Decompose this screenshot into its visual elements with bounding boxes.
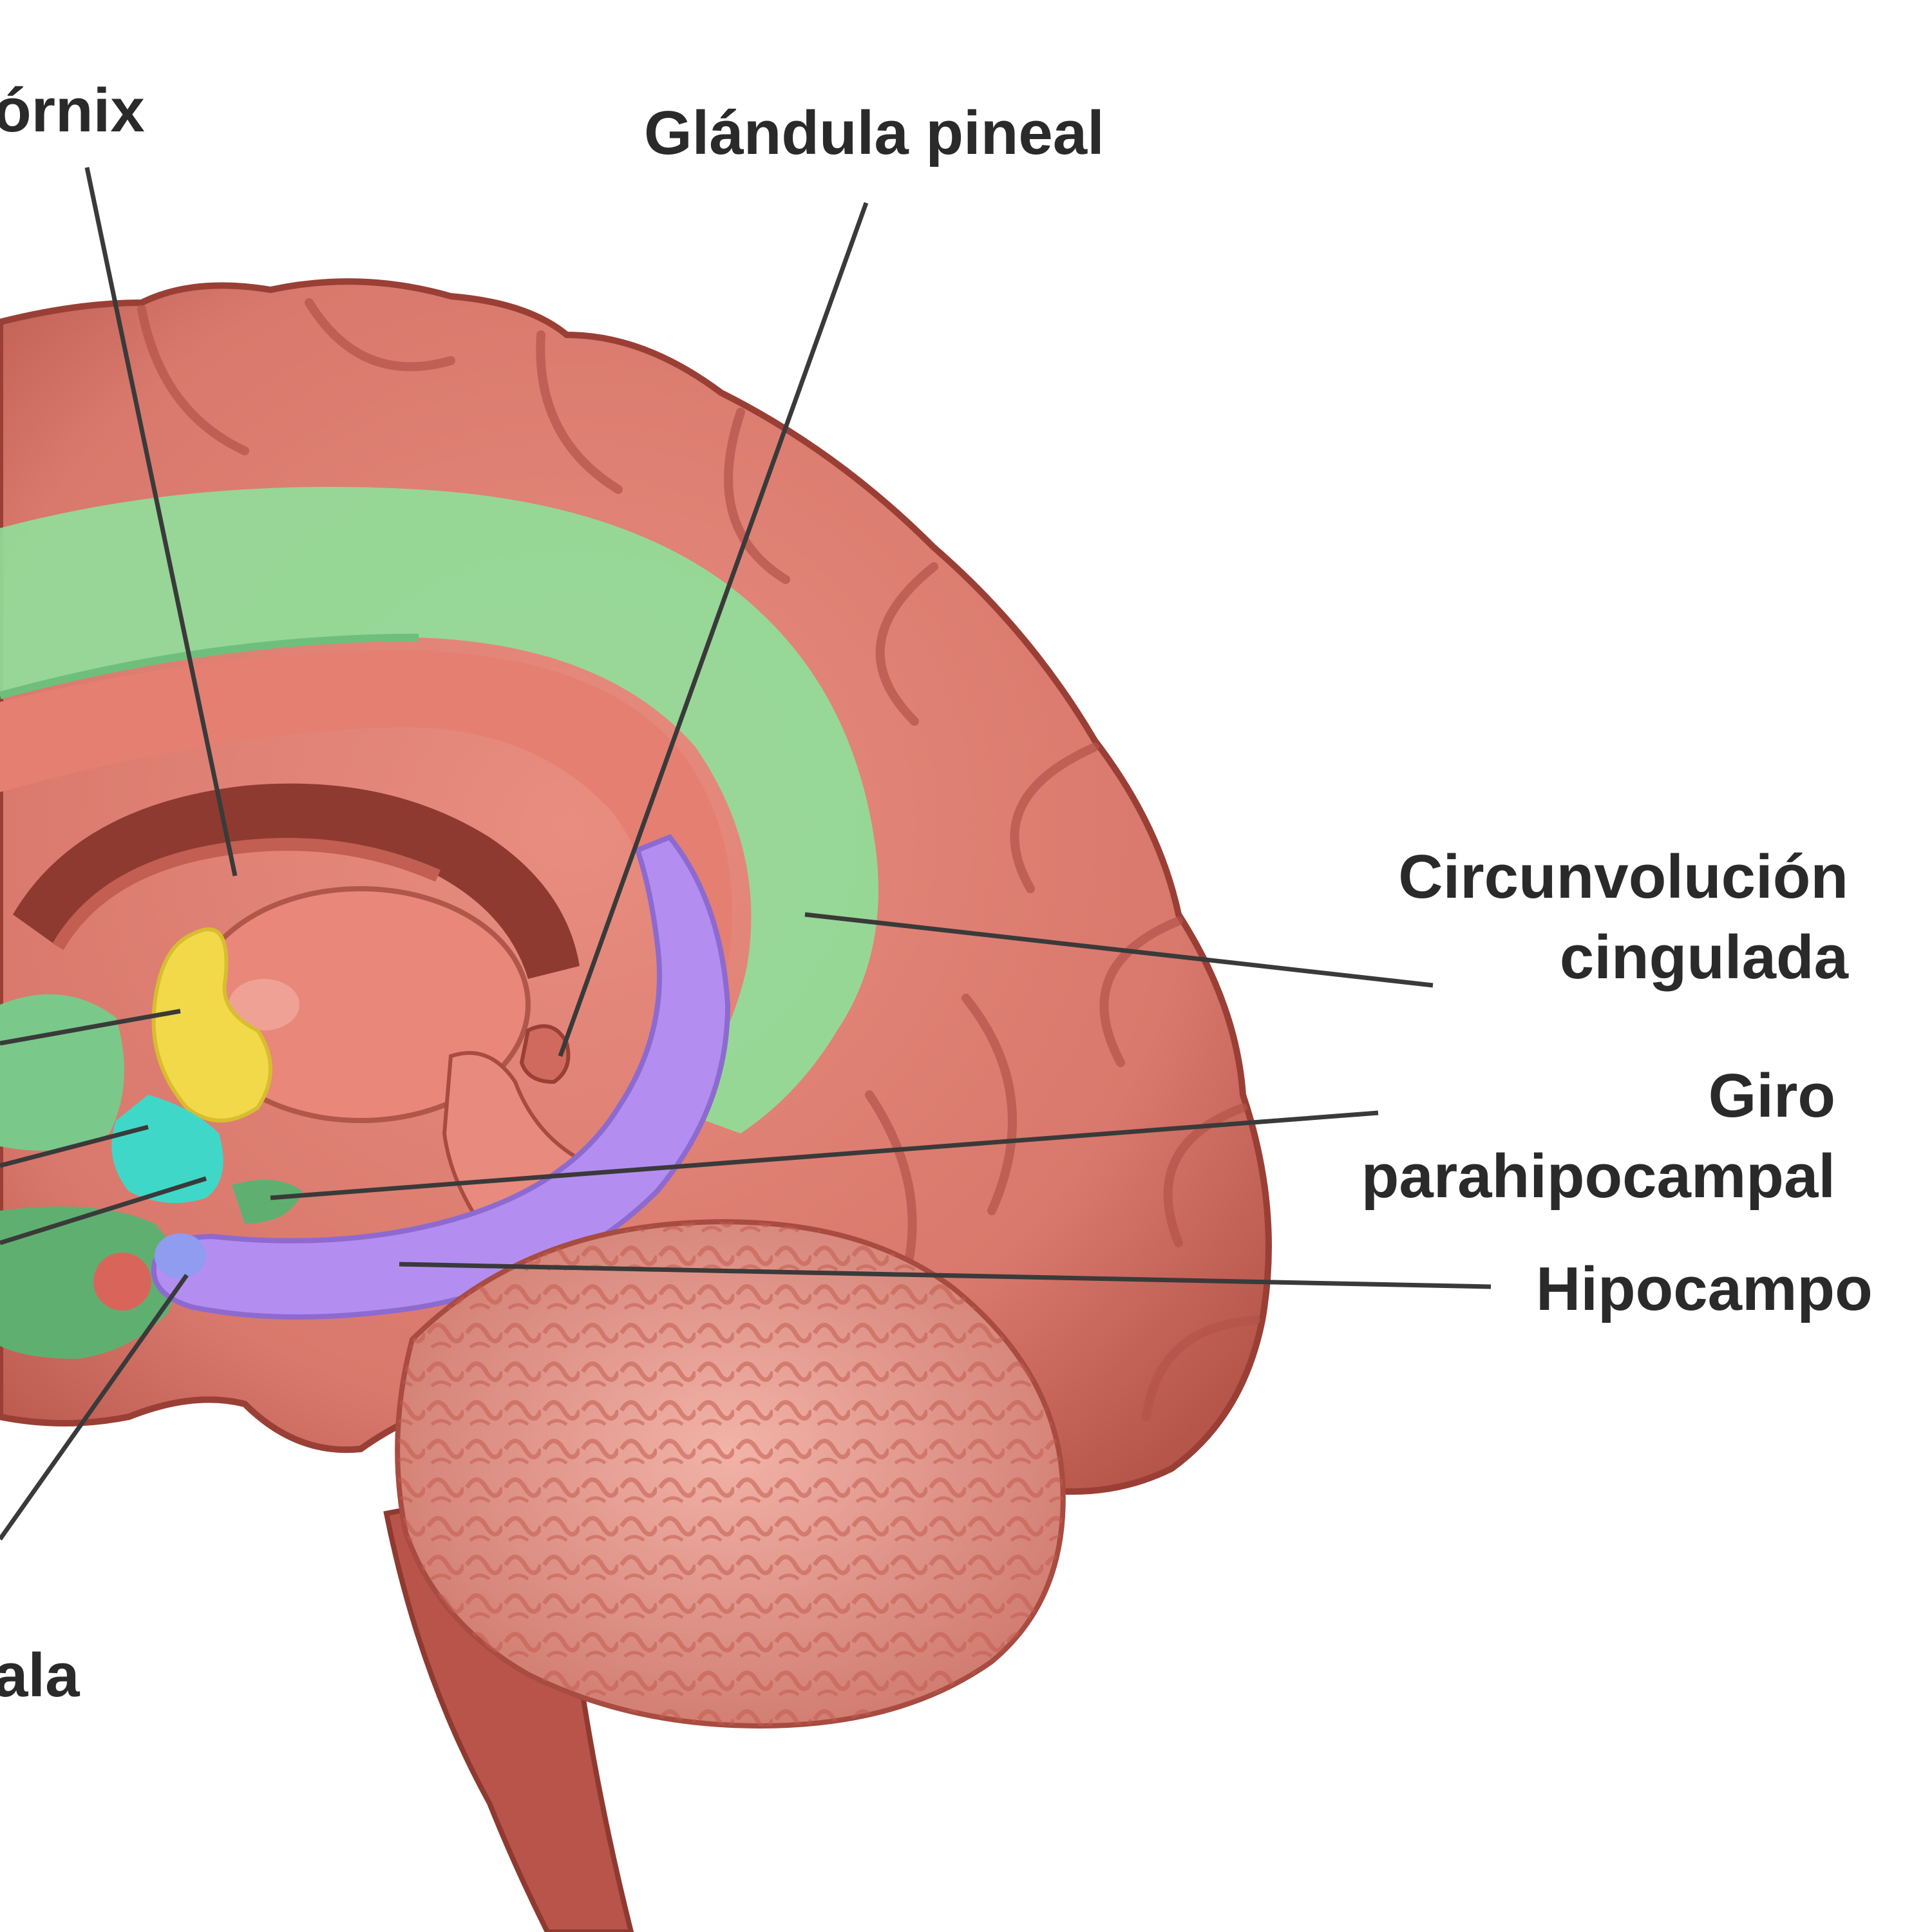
label-cingulate-line-1: Circunvolución — [1398, 842, 1848, 911]
label-hippocampus: Hipocampo — [1536, 1255, 1873, 1323]
leader-lines — [0, 167, 1492, 1541]
hippocampus-leader-line — [399, 1262, 1492, 1289]
hippocampus-shape — [151, 834, 731, 1320]
cyan-structure — [111, 1095, 223, 1203]
left-leader-line-1 — [0, 1009, 181, 1046]
parahippocampal-leader-line — [270, 1110, 1379, 1200]
fornix-shape — [13, 783, 580, 979]
label-amygdala: ala — [0, 1641, 80, 1710]
label-parahippocampal-gyrus: Giro parahipocampal — [1361, 1056, 1835, 1217]
left-leader-line-2 — [0, 1124, 149, 1168]
fornix-leader-line — [84, 167, 238, 876]
label-cingulate-gyrus: Circunvolución cingulada — [1398, 837, 1848, 998]
left-green-structure — [0, 994, 124, 1151]
pineal-gland-shape — [519, 1024, 571, 1084]
amygdala-leader-line — [0, 1273, 189, 1541]
corpus-callosum — [0, 650, 732, 1005]
label-cingulate-line-2: cingulada — [1559, 922, 1848, 992]
yellow-structure — [151, 927, 272, 1122]
label-pineal-gland: Glándula pineal — [644, 99, 1104, 167]
label-fornix: órnix — [0, 76, 145, 145]
pineal-leader-line — [558, 202, 869, 1057]
label-parahippocampal-line-2: parahipocampal — [1361, 1141, 1835, 1211]
left-leader-line-3 — [0, 1176, 207, 1245]
label-parahippocampal-line-1: Giro — [1708, 1061, 1835, 1130]
cingulate-leader-line — [804, 912, 1434, 988]
